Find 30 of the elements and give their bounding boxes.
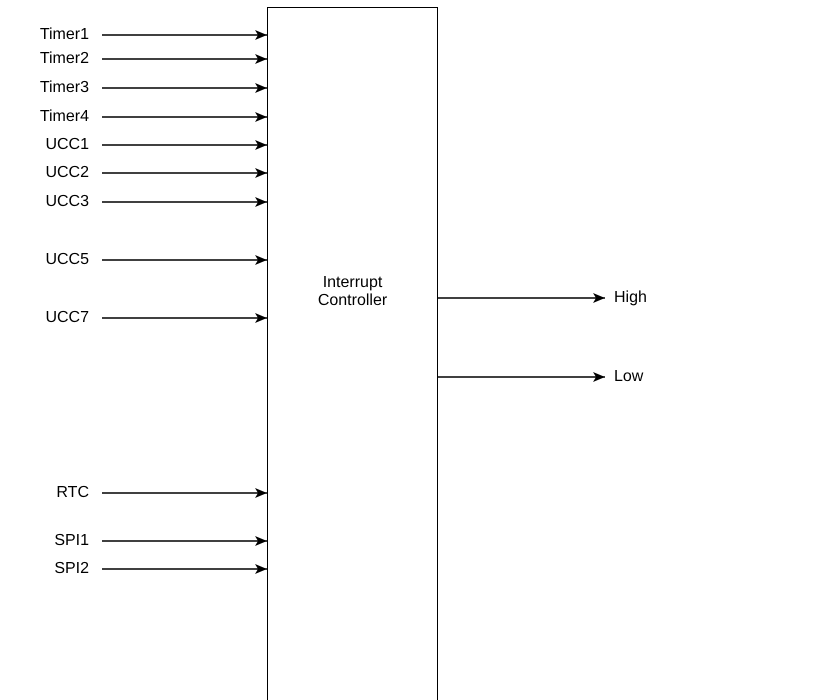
signal-label: High bbox=[614, 289, 647, 307]
signal-label: Timer1 bbox=[40, 26, 89, 44]
arrow bbox=[102, 313, 267, 323]
signal-label: UCC1 bbox=[45, 136, 89, 154]
arrow bbox=[102, 54, 267, 64]
signal-label: Timer4 bbox=[40, 108, 89, 126]
arrow bbox=[438, 372, 605, 382]
arrow bbox=[102, 564, 267, 574]
arrow bbox=[102, 536, 267, 546]
arrow bbox=[102, 112, 267, 122]
block-label: Interrupt Controller bbox=[316, 274, 388, 310]
signal-label: Timer2 bbox=[40, 50, 89, 68]
arrow bbox=[102, 30, 267, 40]
signal-label: UCC7 bbox=[45, 309, 89, 327]
signal-label: RTC bbox=[56, 484, 89, 502]
signal-label: UCC3 bbox=[45, 193, 89, 211]
arrow bbox=[438, 293, 605, 303]
signal-label: Low bbox=[614, 368, 644, 386]
controller-block bbox=[267, 7, 438, 700]
arrow bbox=[102, 255, 267, 265]
signal-label: UCC5 bbox=[45, 251, 89, 269]
signal-label: Timer3 bbox=[40, 79, 89, 97]
arrow bbox=[102, 140, 267, 150]
signal-label: SPI2 bbox=[54, 560, 89, 578]
signal-label: SPI1 bbox=[54, 532, 89, 550]
arrow bbox=[102, 83, 267, 93]
signal-label: UCC2 bbox=[45, 164, 89, 182]
arrow bbox=[102, 168, 267, 178]
arrow bbox=[102, 488, 267, 498]
arrow bbox=[102, 197, 267, 207]
